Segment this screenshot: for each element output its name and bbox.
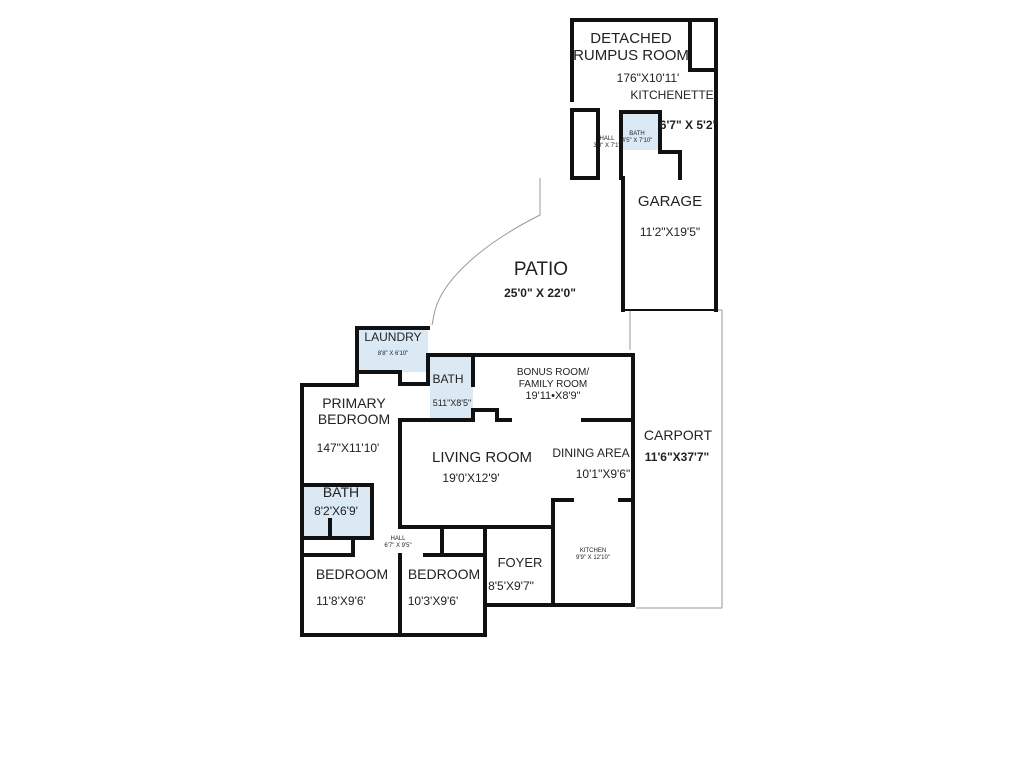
laundry-label: LAUNDRY	[364, 330, 422, 344]
room-size: 4'5" X 7'10"	[621, 137, 653, 144]
bedroom-2-size: 10'3'X9'6'	[407, 594, 459, 608]
dining-area-size: 10'1"X9'6"	[575, 467, 631, 481]
room-size: 9'9" X 12'10"	[576, 554, 610, 561]
living-room-size: 19'0'X12'9'	[442, 471, 500, 485]
walls	[300, 18, 718, 637]
patio-size: 25'0" X 22'0"	[504, 286, 576, 300]
living-room-label: LIVING ROOM	[431, 449, 533, 466]
garage-label: GARAGE	[637, 193, 703, 210]
bedroom-1-size: 11'8'X9'6'	[316, 594, 366, 608]
kitchenette-label: KITCHENETTE	[630, 88, 714, 102]
foyer-label: FOYER	[497, 555, 543, 570]
foyer-size: 8'5'X9'7"	[488, 579, 534, 593]
carport-label: CARPORT	[643, 427, 713, 443]
carport-size: 11'6"X37'7"	[644, 450, 710, 464]
bedroom-1-label: BEDROOM	[315, 566, 389, 582]
room-name: PRIMARY	[322, 395, 386, 411]
patio-label: PATIO	[513, 259, 569, 280]
kitchenette-size: 6'7" X 5'2"	[659, 118, 719, 132]
rumpus-room-size: 176"X10'11'	[616, 71, 680, 85]
room-size: 6'7" X 9'5"	[384, 542, 412, 549]
laundry-size: 8'8" X 6'10"	[377, 351, 409, 357]
primary-bath-label: BATH	[322, 484, 360, 500]
bedroom-2-label: BEDROOM	[407, 566, 481, 582]
room-name: KITCHEN	[579, 548, 607, 554]
garage-size: 11'2"X19'5"	[639, 225, 701, 239]
room-name: HALL	[599, 136, 615, 142]
room-name: BEDROOM	[317, 411, 391, 428]
bath-label: BATH	[432, 372, 464, 386]
room-name: DETACHED	[590, 30, 672, 47]
primary-bath-size: 8'2'X6'9'	[314, 504, 358, 518]
room-name: BONUS ROOM/	[516, 367, 590, 378]
primary-bedroom-size: 147"X11'10'	[316, 441, 380, 455]
dining-area-label: DINING AREA	[552, 446, 630, 460]
room-name: HALL	[390, 536, 406, 542]
wet-room-fills	[304, 112, 660, 536]
room-name: FAMILY ROOM	[518, 378, 588, 390]
room-size: 3'0" X 7'1"	[593, 142, 621, 149]
room-size: 19'11•X8'9"	[525, 390, 581, 402]
bath-size: 511"X8'5"	[432, 398, 472, 408]
room-name: RUMPUS ROOM	[573, 47, 689, 65]
room-name: BATH	[629, 131, 645, 137]
